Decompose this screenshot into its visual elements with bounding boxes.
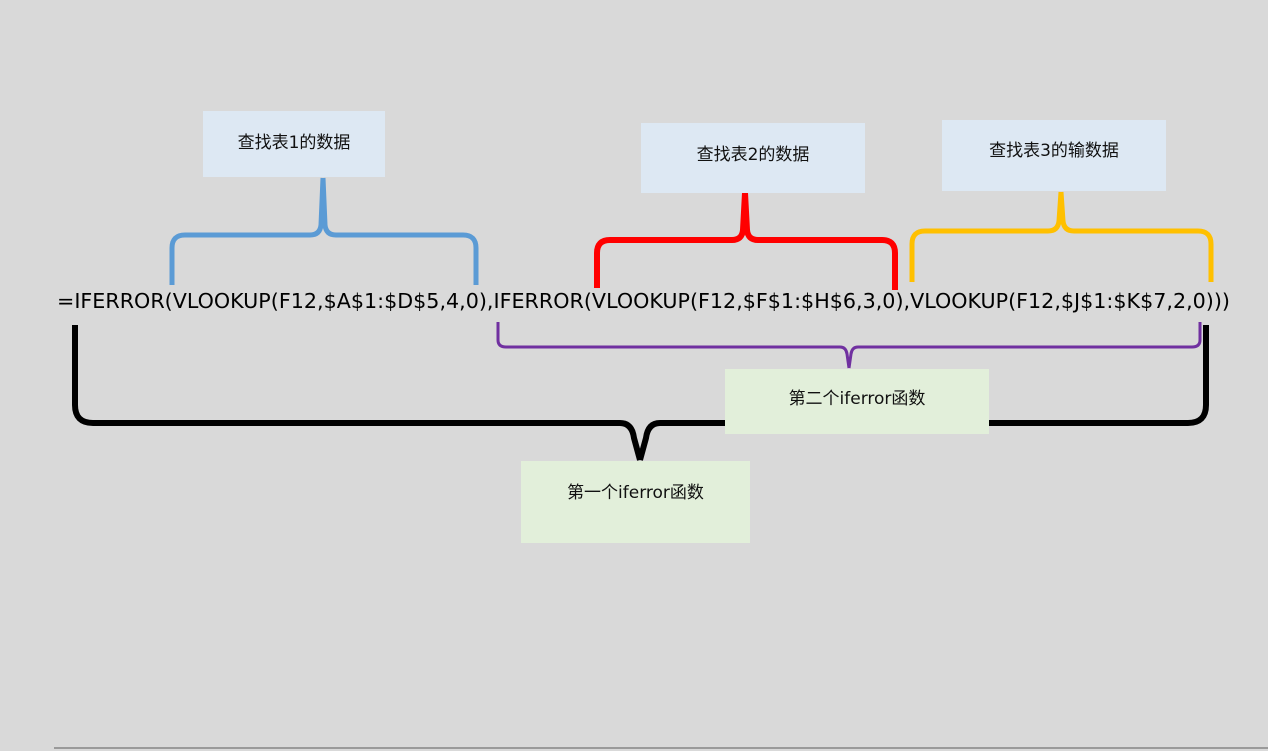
label-table1-text: 查找表1的数据 bbox=[237, 133, 351, 153]
label-table1: 查找表1的数据 bbox=[203, 111, 385, 177]
label-table2: 查找表2的数据 bbox=[641, 123, 865, 193]
brace-second-iferror bbox=[496, 322, 1202, 369]
brace-table2 bbox=[594, 192, 898, 290]
formula-text: =IFERROR(VLOOKUP(F12,$A$1:$D$5,4,0),IFER… bbox=[57, 289, 1230, 313]
brace-table1 bbox=[169, 177, 479, 285]
label-table3: 查找表3的输数据 bbox=[942, 120, 1166, 191]
label-first-iferror: 第一个iferror函数 bbox=[521, 461, 750, 543]
label-table3-text: 查找表3的输数据 bbox=[989, 141, 1119, 161]
bottom-divider bbox=[54, 747, 1268, 749]
label-table2-text: 查找表2的数据 bbox=[696, 145, 810, 165]
label-second-iferror-text: 第二个iferror函数 bbox=[788, 389, 926, 409]
brace-first-iferror bbox=[72, 325, 1209, 461]
brace-table3 bbox=[909, 191, 1214, 282]
label-first-iferror-text: 第一个iferror函数 bbox=[567, 483, 704, 503]
label-second-iferror: 第二个iferror函数 bbox=[725, 369, 989, 434]
